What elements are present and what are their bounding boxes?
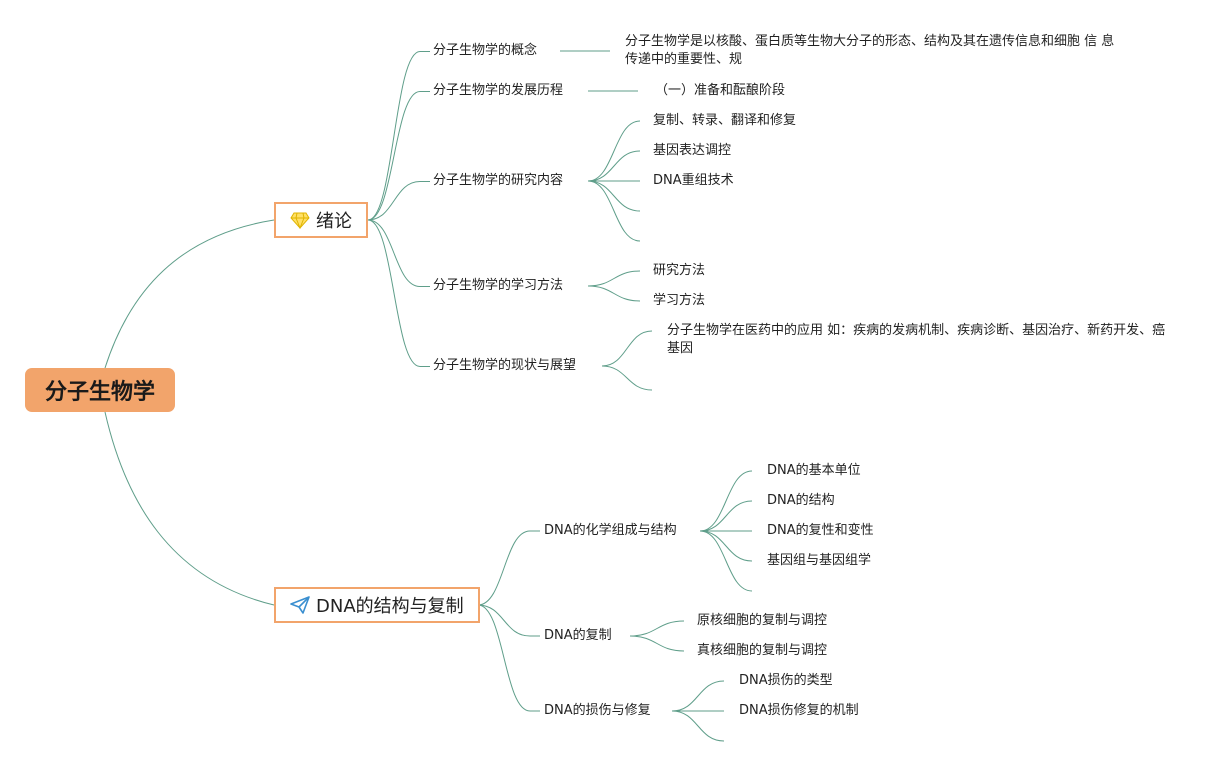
leaf-connector <box>601 330 653 367</box>
leaf-connector <box>629 635 685 652</box>
leaf-connector <box>587 180 641 242</box>
leaf-concept-definition[interactable]: 分子生物学是以核酸、蛋白质等生物大分子的形态、结构及其在遗传信息和细胞 信 息传… <box>625 34 1115 67</box>
root-node[interactable]: 分子生物学 <box>25 368 175 412</box>
branch-connector <box>367 91 421 221</box>
leaf-connector <box>587 270 641 287</box>
leaf-eukaryotic-replication[interactable]: 真核细胞的复制与调控 <box>697 643 828 658</box>
leaf-connector <box>587 285 641 302</box>
leaf-connector <box>671 710 725 742</box>
paper-plane-icon <box>290 596 310 614</box>
leaf-research-replication[interactable]: 复制、转录、翻译和修复 <box>653 113 797 128</box>
leaf-research-recombinant[interactable]: DNA重组技术 <box>653 173 734 188</box>
leaf-research-regulation[interactable]: 基因表达调控 <box>653 143 732 158</box>
branch-connector <box>367 219 421 287</box>
branch-label: DNA的结构与复制 <box>316 596 464 617</box>
branch-connector <box>477 530 531 606</box>
leaf-repair-mechanism[interactable]: DNA损伤修复的机制 <box>739 703 859 718</box>
topic-research-content[interactable]: 分子生物学的研究内容 <box>433 173 564 188</box>
leaf-history-stage1[interactable]: （一）准备和酝酿阶段 <box>655 83 786 98</box>
leaf-damage-types[interactable]: DNA损伤的类型 <box>739 673 833 688</box>
root-connector <box>104 411 275 606</box>
topic-learning-methods[interactable]: 分子生物学的学习方法 <box>433 278 564 293</box>
leaf-connector <box>587 180 641 212</box>
topic-dna-composition[interactable]: DNA的化学组成与结构 <box>544 523 677 538</box>
leaf-connector <box>699 530 753 562</box>
leaf-connector <box>671 680 725 712</box>
leaf-connector <box>601 365 653 391</box>
topic-status-outlook[interactable]: 分子生物学的现状与展望 <box>433 358 577 373</box>
topic-dna-damage-repair[interactable]: DNA的损伤与修复 <box>544 703 651 718</box>
leaf-genome-genomics[interactable]: 基因组与基因组学 <box>767 553 872 568</box>
branch-dna-structure[interactable]: DNA的结构与复制 <box>274 587 480 623</box>
topic-history[interactable]: 分子生物学的发展历程 <box>433 83 564 98</box>
leaf-dna-structure[interactable]: DNA的结构 <box>767 493 835 508</box>
leaf-dna-basic-unit[interactable]: DNA的基本单位 <box>767 463 861 478</box>
leaf-connector <box>629 620 685 637</box>
leaf-dna-renaturation[interactable]: DNA的复性和变性 <box>767 523 874 538</box>
leaf-medical-application[interactable]: 分子生物学在医药中的应用 如：疾病的发病机制、疾病诊断、基因治疗、新药开发、癌基… <box>667 323 1166 356</box>
branch-connector <box>367 219 421 367</box>
leaf-connector <box>587 120 641 182</box>
leaf-method-learning[interactable]: 学习方法 <box>653 293 706 308</box>
diamond-icon <box>290 211 310 229</box>
root-connector <box>104 219 275 369</box>
branch-connector <box>477 604 531 637</box>
branch-connector <box>477 604 531 712</box>
topic-concept[interactable]: 分子生物学的概念 <box>433 43 538 58</box>
leaf-connector <box>699 500 753 532</box>
leaf-connector <box>699 470 753 532</box>
topic-dna-replication[interactable]: DNA的复制 <box>544 628 612 643</box>
branch-label: 绪论 <box>316 211 352 232</box>
leaf-prokaryotic-replication[interactable]: 原核细胞的复制与调控 <box>697 613 828 628</box>
branch-connector <box>367 181 421 221</box>
leaf-connector <box>699 530 753 592</box>
branch-intro[interactable]: 绪论 <box>274 202 368 238</box>
leaf-connector <box>587 150 641 182</box>
leaf-method-research[interactable]: 研究方法 <box>653 263 706 278</box>
branch-connector <box>367 51 421 221</box>
